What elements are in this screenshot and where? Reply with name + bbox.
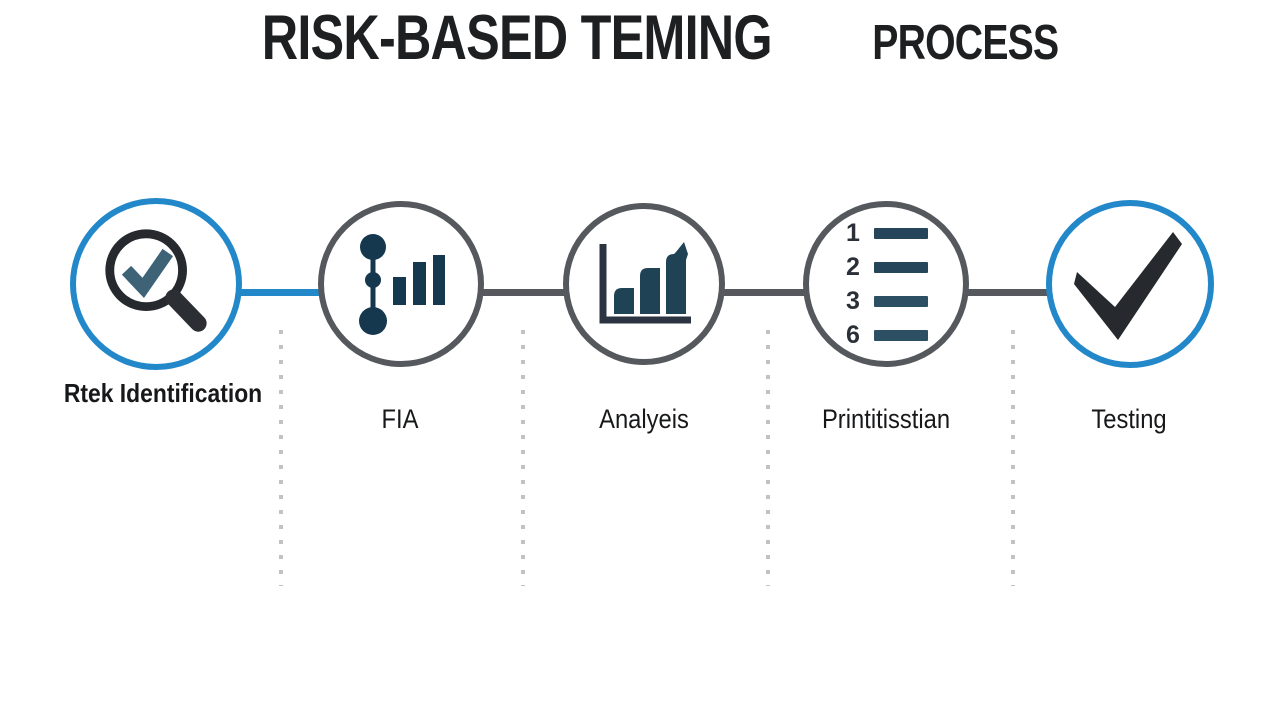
- numbered-list-row: 3: [844, 286, 928, 315]
- connector-line-3: [718, 289, 813, 296]
- list-number: 3: [846, 286, 860, 315]
- page-title: RISK-BASED TEMING PROCESS: [0, 2, 1280, 74]
- list-bar: [874, 261, 928, 273]
- numbered-list-icon: 1 2 3 6: [844, 218, 928, 349]
- growth-chart-icon: [599, 242, 691, 324]
- step-circle-risk-identification: [70, 198, 242, 370]
- dotted-separator-3: [766, 330, 770, 586]
- magnifier-check-icon: [105, 229, 207, 332]
- list-number: 6: [846, 320, 860, 349]
- list-number: 2: [846, 252, 860, 281]
- step-circle-analysis: [563, 203, 725, 365]
- step-label-testing: Testing: [1091, 404, 1167, 434]
- dotted-separator-2: [521, 330, 525, 586]
- step-circle-testing: [1046, 200, 1214, 368]
- page-title-suffix: PROCESS: [872, 16, 1060, 70]
- list-bar: [874, 329, 928, 341]
- list-bar: [874, 227, 928, 239]
- connector-line-4: [962, 289, 1054, 296]
- checkmark-icon: [1074, 232, 1182, 340]
- commit-bars-icon: [359, 234, 445, 335]
- connector-line-1: [230, 289, 330, 296]
- connector-line-2: [478, 289, 573, 296]
- step-circle-fia: [318, 201, 484, 367]
- numbered-list-row: 6: [844, 320, 928, 349]
- step-circle-prioritisation: 1 2 3 6: [803, 201, 969, 367]
- dotted-separator-4: [1011, 330, 1015, 586]
- dotted-separator-1: [279, 330, 283, 586]
- step-label-analysis: Analyeis: [599, 404, 689, 434]
- numbered-list-row: 2: [844, 252, 928, 281]
- list-number: 1: [846, 218, 860, 247]
- page-title-main: RISK-BASED TEMING: [261, 3, 773, 73]
- step-label-fia: FIA: [381, 404, 419, 434]
- list-bar: [874, 295, 928, 307]
- step-label-prioritisation: Printitisstian: [821, 404, 951, 434]
- numbered-list-row: 1: [844, 218, 928, 247]
- step-label-risk-identification: Rtek Identification: [63, 378, 263, 408]
